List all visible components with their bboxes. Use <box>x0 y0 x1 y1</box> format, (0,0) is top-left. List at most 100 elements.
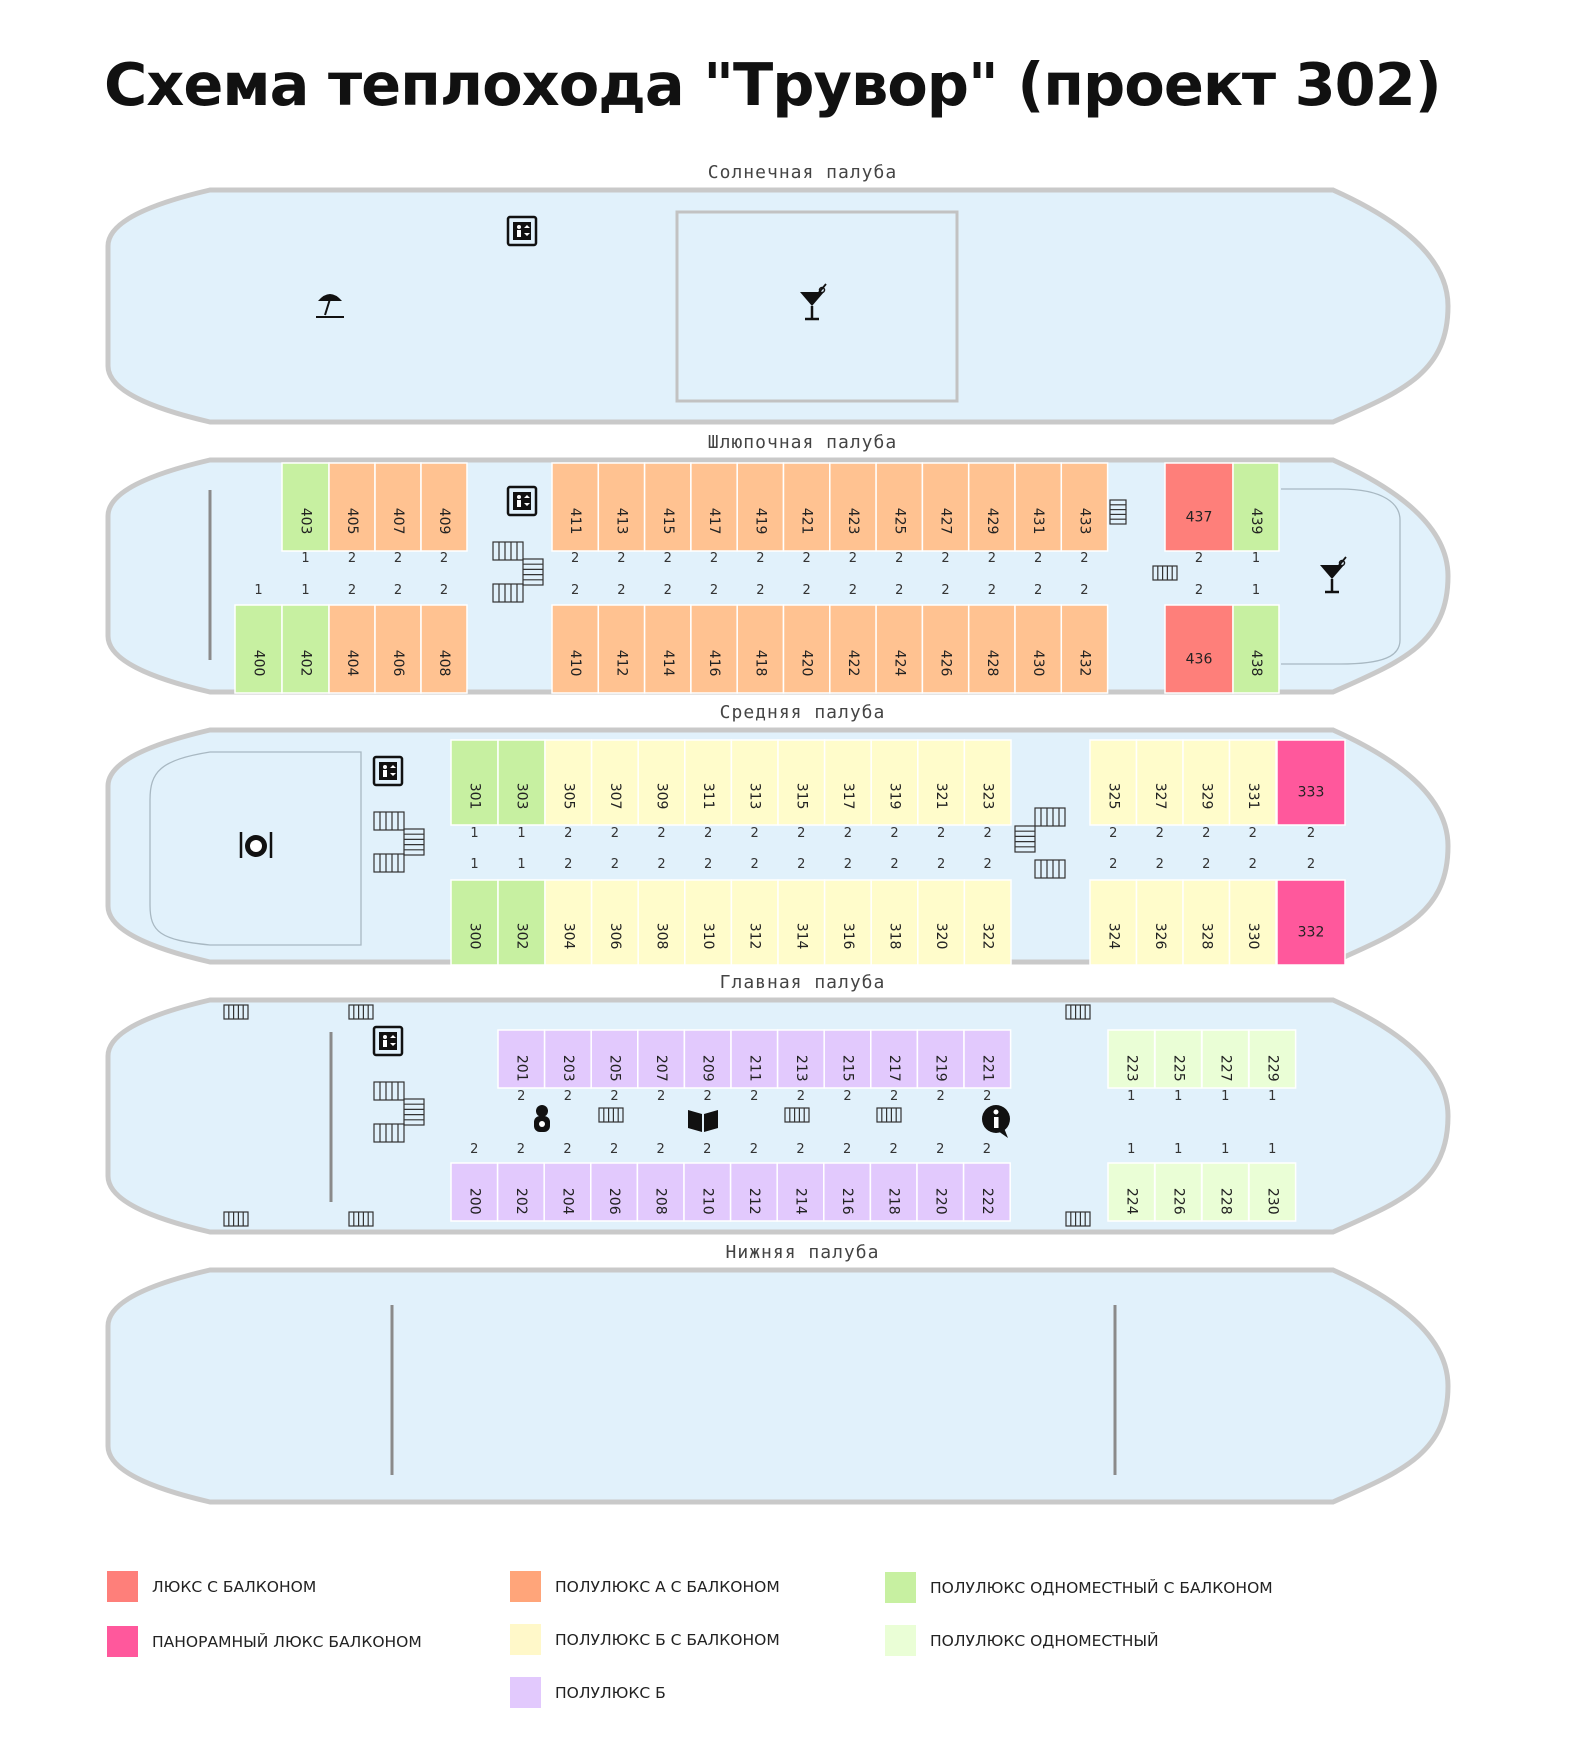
cabin-berths: 1 <box>1174 1142 1182 1157</box>
cabin-berths: 2 <box>988 551 996 566</box>
cabin-box <box>729 1162 778 1222</box>
cabin-number: 213 <box>793 1055 809 1082</box>
cabin-box <box>917 879 966 966</box>
cabin-berths: 2 <box>610 1089 618 1104</box>
handrail-icon <box>223 1004 249 1020</box>
cabin-berths: 2 <box>750 1089 758 1104</box>
